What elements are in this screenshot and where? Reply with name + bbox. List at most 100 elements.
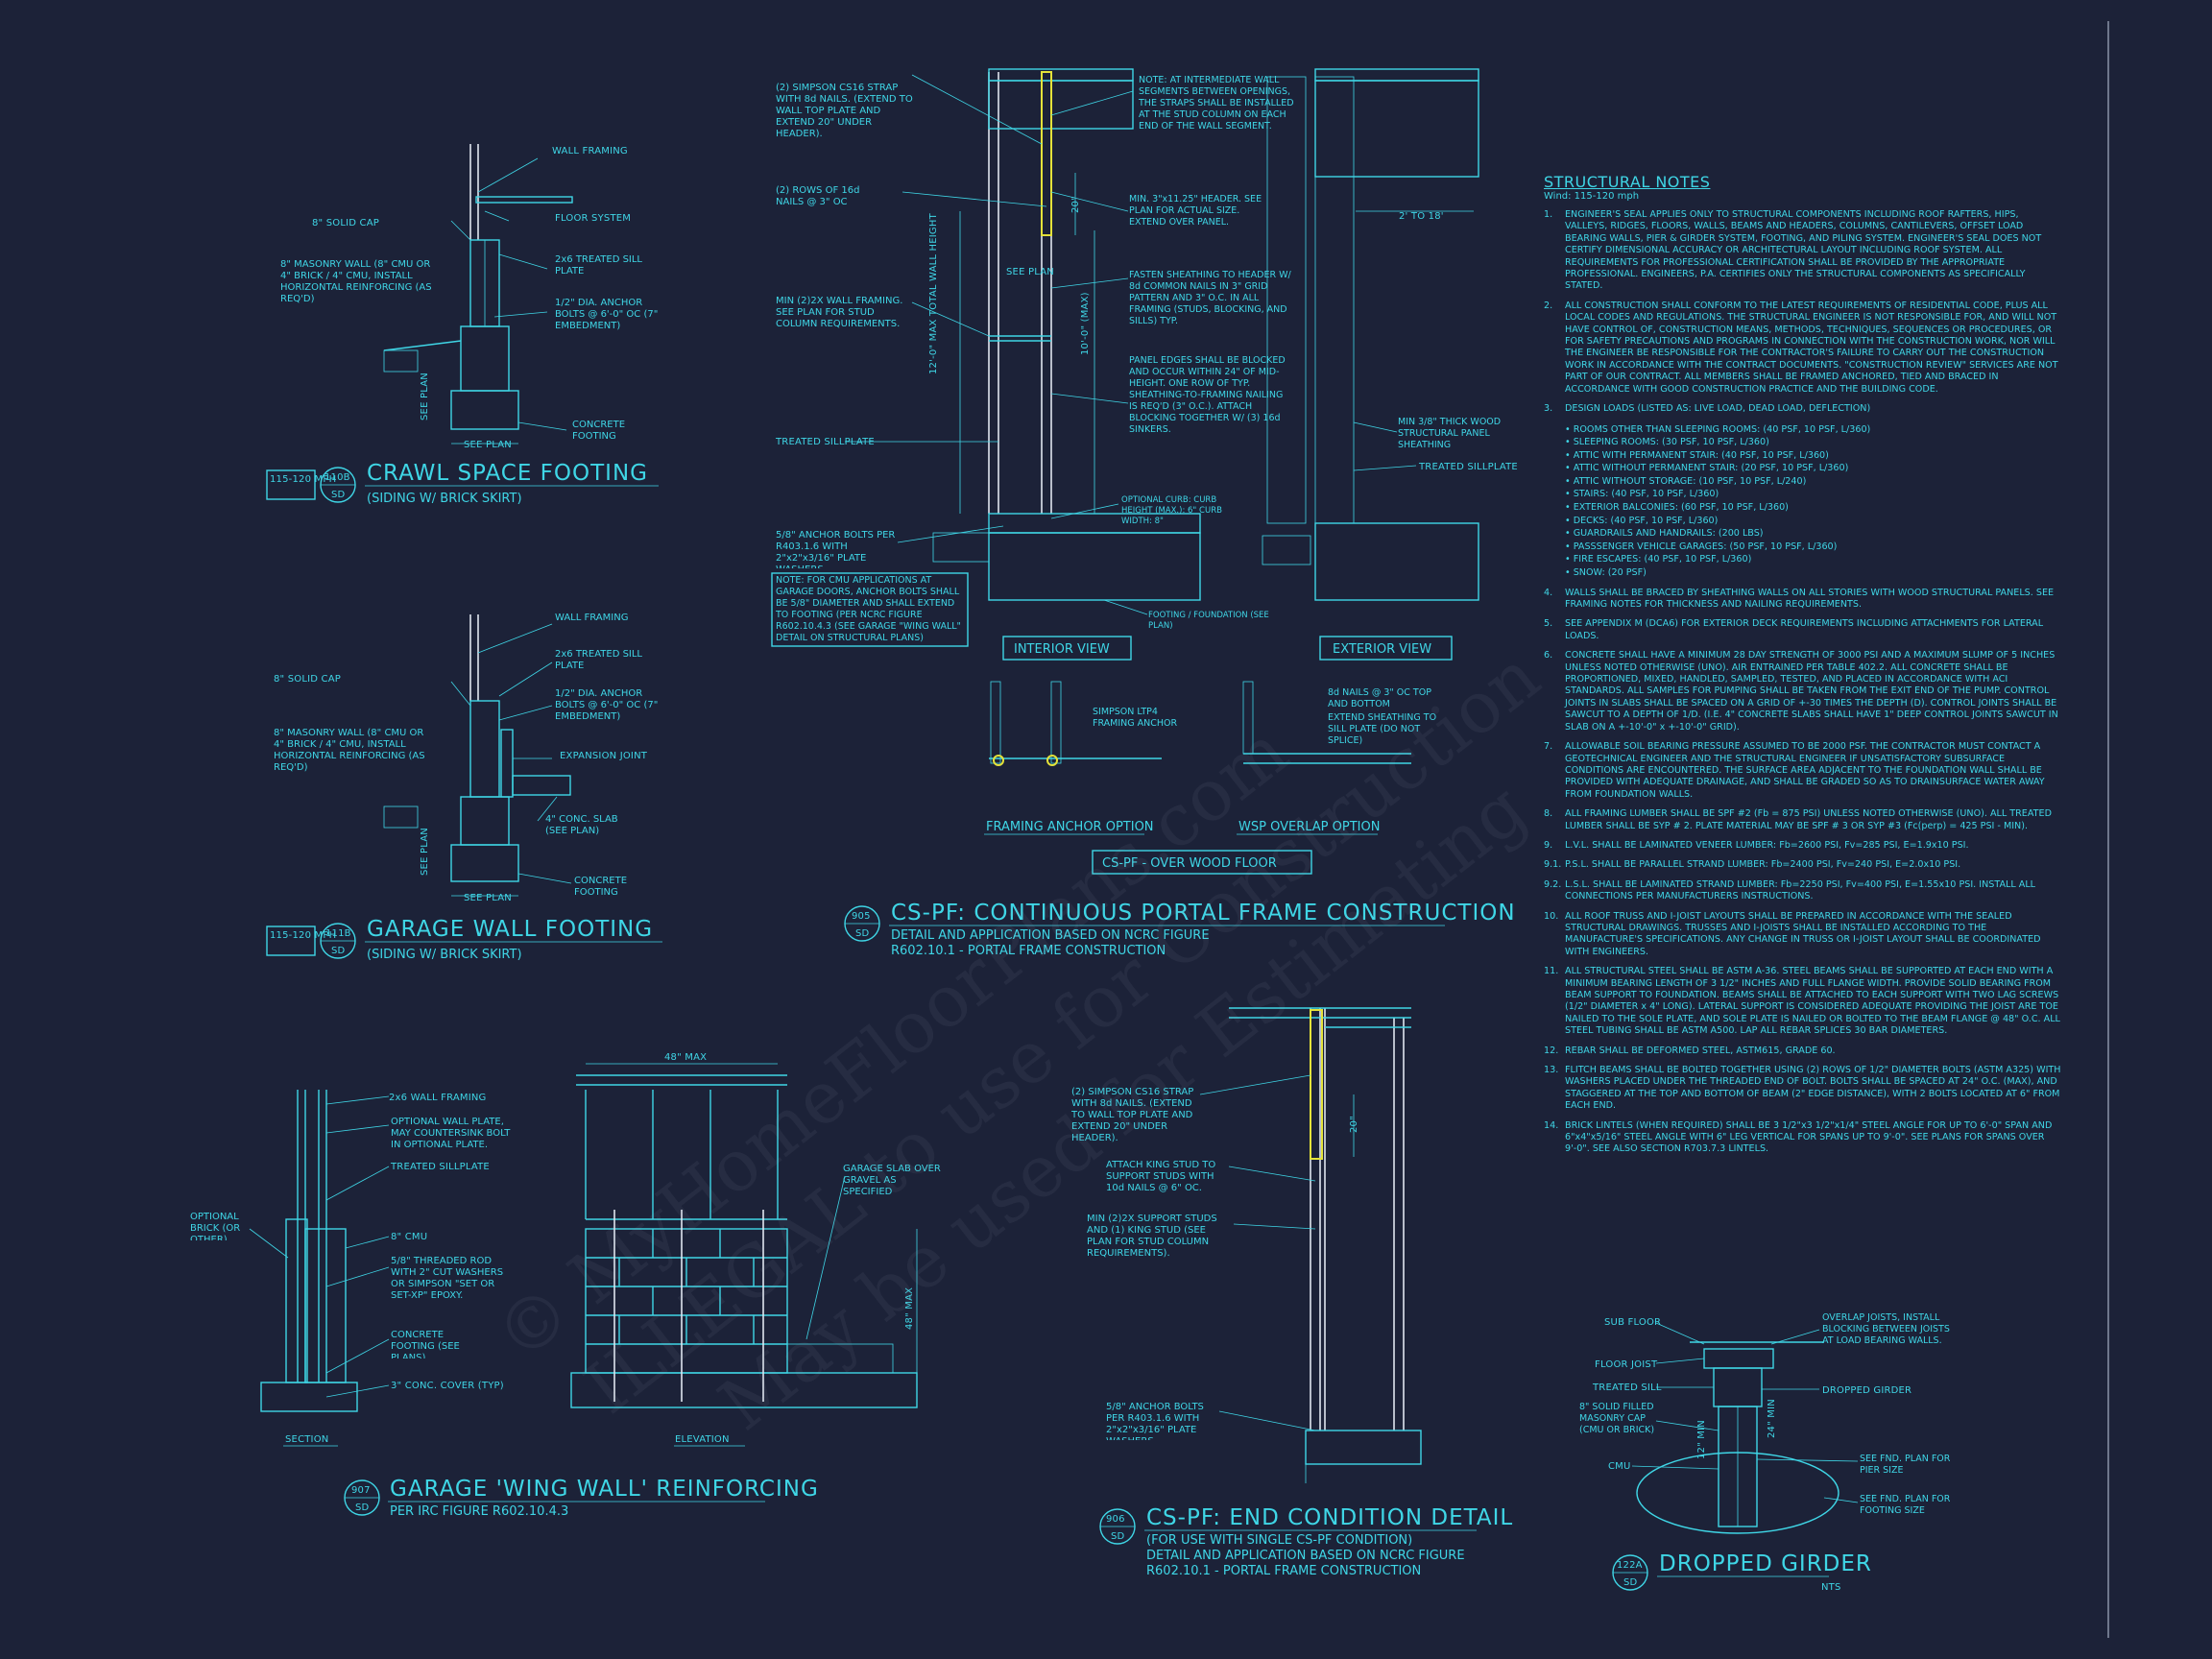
portal-frame-detail: (2) SIMPSON CS16 STRAP WITH 8d NAILS. (E… [771,68,1518,958]
structural-note-item: 13. FLITCH BEAMS SHALL BE BOLTED TOGETHER… [1544,1065,2062,1113]
pf-dim-3: SEE PLAN [1006,267,1054,277]
structural-note-number: 13. [1544,1065,1559,1076]
structural-note-text: ENGINEER'S SEAL APPLIES ONLY TO STRUCTUR… [1565,209,2042,292]
pf-note-16: EXTEND SHEATHING TO SILL PLATE (DO NOT S… [1328,712,1437,746]
ec-sub3: R602.10.1 - PORTAL FRAME CONSTRUCTION [1146,1564,1421,1578]
design-load-text: ROOMS OTHER THAN SLEEPING ROOMS: (40 PSF… [1573,423,1871,435]
pf-interior-view: INTERIOR VIEW [1014,642,1110,657]
crawl-label-7: SEE PLAN [420,373,430,421]
design-load-text: SNOW: (20 PSF) [1573,567,1647,579]
bullet-icon: • [1565,449,1574,461]
structural-note-text: ALL FRAMING LUMBER SHALL BE SPF #2 (Fb =… [1565,808,2052,831]
structural-note-item: 9.L.V.L. SHALL BE LAMINATED VENEER LUMBE… [1544,840,2062,852]
design-load-text: ATTIC WITH PERMANENT STAIR: (40 PSF, 10 … [1573,449,1829,461]
crawl-tag-sheet: SD [331,490,346,500]
pf-wsp-overlap: WSP OVERLAP OPTION [1238,820,1380,834]
structural-note-number: 3. [1544,403,1553,415]
crawl-tag-wind: 115-120 MPH [270,474,336,485]
dg-nts: NTS [1821,1582,1841,1593]
design-load-text: DECKS: (40 PSF, 10 PSF, L/360) [1573,515,1719,526]
ec-sub2: DETAIL AND APPLICATION BASED ON NCRC FIG… [1146,1549,1465,1563]
dg-label-9: 12" MIN [1696,1420,1707,1459]
structural-notes-wind: Wind: 115-120 mph [1544,191,1640,202]
garage-label-2: 8" SOLID CAP [274,674,341,685]
bullet-icon: • [1565,567,1574,579]
structural-note-number: 14. [1544,1119,1559,1131]
structural-note-text: CONCRETE SHALL HAVE A MINIMUM 28 DAY STR… [1565,650,2058,733]
bullet-icon: • [1565,502,1574,514]
structural-note-item: 7.ALLOWABLE SOIL BEARING PRESSURE ASSUME… [1544,741,2062,801]
crawl-label-8: SEE PLAN [464,440,512,450]
structural-note-item: 14.BRICK LINTELS (WHEN REQUIRED) SHALL B… [1544,1120,2062,1156]
pf-tag-num: 905 [852,911,871,922]
pf-note-10: OPTIONAL CURB: CURB HEIGHT (MAX.): 6" CU… [1121,495,1222,526]
wing-label-6: CONCRETE FOOTING (SEE PLANS) [391,1330,460,1358]
ec-note-2: MIN (2)2X SUPPORT STUDS AND (1) KING STU… [1087,1214,1217,1259]
design-load-text: FIRE ESCAPES: (40 PSF, 10 PSF, L/360) [1573,554,1752,565]
structural-note-text: L.S.L. SHALL BE LAMINATED STRAND LUMBER:… [1565,878,2036,902]
pf-note-13: TREATED SILLPLATE [1418,462,1518,472]
design-load-item: • STAIRS: (40 PSF, 10 PSF, L/360) [1565,488,2062,501]
dg-title: DROPPED GIRDER [1659,1551,1872,1576]
structural-note-number: 8. [1544,808,1553,820]
ec-sub1: (FOR USE WITH SINGLE CS-PF CONDITION) [1146,1533,1412,1548]
crawl-label-4: 2x6 TREATED SILL PLATE [555,254,643,276]
wing-label-1: OPTIONAL WALL PLATE, MAY COUNTERSINK BOL… [391,1117,511,1150]
structural-note-text: L.V.L. SHALL BE LAMINATED VENEER LUMBER:… [1565,839,1969,851]
structural-note-number: 6. [1544,650,1553,661]
structural-note-item: 10.ALL ROOF TRUSS AND I-JOIST LAYOUTS SH… [1544,911,2062,959]
bullet-icon: • [1565,515,1574,526]
structural-note-item: 11.ALL STRUCTURAL STEEL SHALL BE ASTM A-… [1544,966,2062,1037]
wing-label-3: OPTIONAL BRICK (OR OTHER) [190,1212,241,1240]
structural-note-number: 4. [1544,587,1553,598]
pf-note-9: PANEL EDGES SHALL BE BLOCKED AND OCCUR W… [1129,355,1286,435]
structural-note-text: WALLS SHALL BE BRACED BY SHEATHING WALLS… [1565,587,2055,611]
pf-tag-sheet: SD [855,928,870,939]
structural-note-number: 10. [1544,910,1559,922]
structural-note-number: 5. [1544,618,1553,630]
pf-dim-0: 12'-0" MAX TOTAL WALL HEIGHT [928,212,939,374]
ec-note-4: 20" [1349,1116,1359,1133]
structural-notes-title: STRUCTURAL NOTES [1544,173,1711,191]
dg-label-4: DROPPED GIRDER [1822,1385,1911,1396]
garage-label-1: 2x6 TREATED SILL PLATE [555,649,643,671]
garage-tag-wind: 115-120 MPH [270,930,336,941]
structural-note-item: 6. CONCRETE SHALL HAVE A MINIMUM 28 DAY S… [1544,650,2062,733]
design-load-item: • PASSSENGER VEHICLE GARAGES: (50 PSF, 1… [1565,541,2062,554]
crawl-label-3: 8" MASONRY WALL (8" CMU OR 4" BRICK / 4"… [280,259,432,304]
design-load-text: PASSSENGER VEHICLE GARAGES: (50 PSF, 10 … [1573,541,1838,552]
wing-label-2: TREATED SILLPLATE [390,1162,490,1172]
pf-note-15: 8d NAILS @ 3" OC TOP AND BOTTOM [1328,687,1431,709]
bullet-icon: • [1565,423,1574,435]
structural-note-item: 5.SEE APPENDIX M (DCA6) FOR EXTERIOR DEC… [1544,618,2062,642]
garage-label-5: EXPANSION JOINT [560,751,648,761]
structural-note-item: 9.1.P.S.L. SHALL BE PARALLEL STRAND LUMB… [1544,859,2062,871]
garage-tag-num: 111B [325,928,351,939]
dg-label-6: CMU [1608,1461,1631,1472]
pf-note-1: (2) ROWS OF 16d NAILS @ 3" OC [776,185,860,207]
dg-label-2: FLOOR JOIST [1595,1359,1658,1370]
structural-note-item: 12.REBAR SHALL BE DEFORMED STEEL, ASTM61… [1544,1046,2062,1057]
dg-label-8: SEE FND. PLAN FOR FOOTING SIZE [1860,1494,1951,1516]
crawl-space-footing-detail: WALL FRAMING 8" SOLID CAP FLOOR SYSTEM 8… [266,144,659,506]
crawl-title: CRAWL SPACE FOOTING [367,461,648,486]
structural-note-text: P.S.L. SHALL BE PARALLEL STRAND LUMBER: … [1565,859,1961,871]
crawl-label-0: WALL FRAMING [552,146,628,156]
design-load-text: ATTIC WITHOUT STORAGE: (10 PSF, 10 PSF, … [1573,475,1807,487]
design-load-item: • GUARDRAILS AND HANDRAILS: (200 LBS) [1565,527,2062,541]
pf-exterior-view: EXTERIOR VIEW [1333,642,1431,657]
design-load-item: • ROOMS OTHER THAN SLEEPING ROOMS: (40 P… [1565,423,2062,437]
garage-label-7: CONCRETE FOOTING [574,876,628,898]
wing-wall-detail: 2x6 WALL FRAMING OPTIONAL WALL PLATE, MA… [190,1052,941,1519]
pf-note-5: NOTE: FOR CMU APPLICATIONS AT GARAGE DOO… [776,575,961,643]
garage-label-6: 4" CONC. SLAB (SEE PLAN) [545,814,618,836]
structural-note-item: 2.ALL CONSTRUCTION SHALL CONFORM TO THE … [1544,301,2062,396]
pf-sub1: DETAIL AND APPLICATION BASED ON NCRC FIG… [891,928,1210,943]
structural-note-item: 1.ENGINEER'S SEAL APPLIES ONLY TO STRUCT… [1544,209,2062,293]
crawl-subtitle: (SIDING W/ BRICK SKIRT) [367,492,522,506]
dg-label-10: 24" MIN [1767,1399,1777,1438]
structural-note-text: FLITCH BEAMS SHALL BE BOLTED TOGETHER US… [1565,1065,2061,1112]
dg-label-5: 8" SOLID FILLED MASONRY CAP (CMU OR BRIC… [1579,1402,1655,1435]
bullet-icon: • [1565,528,1574,540]
